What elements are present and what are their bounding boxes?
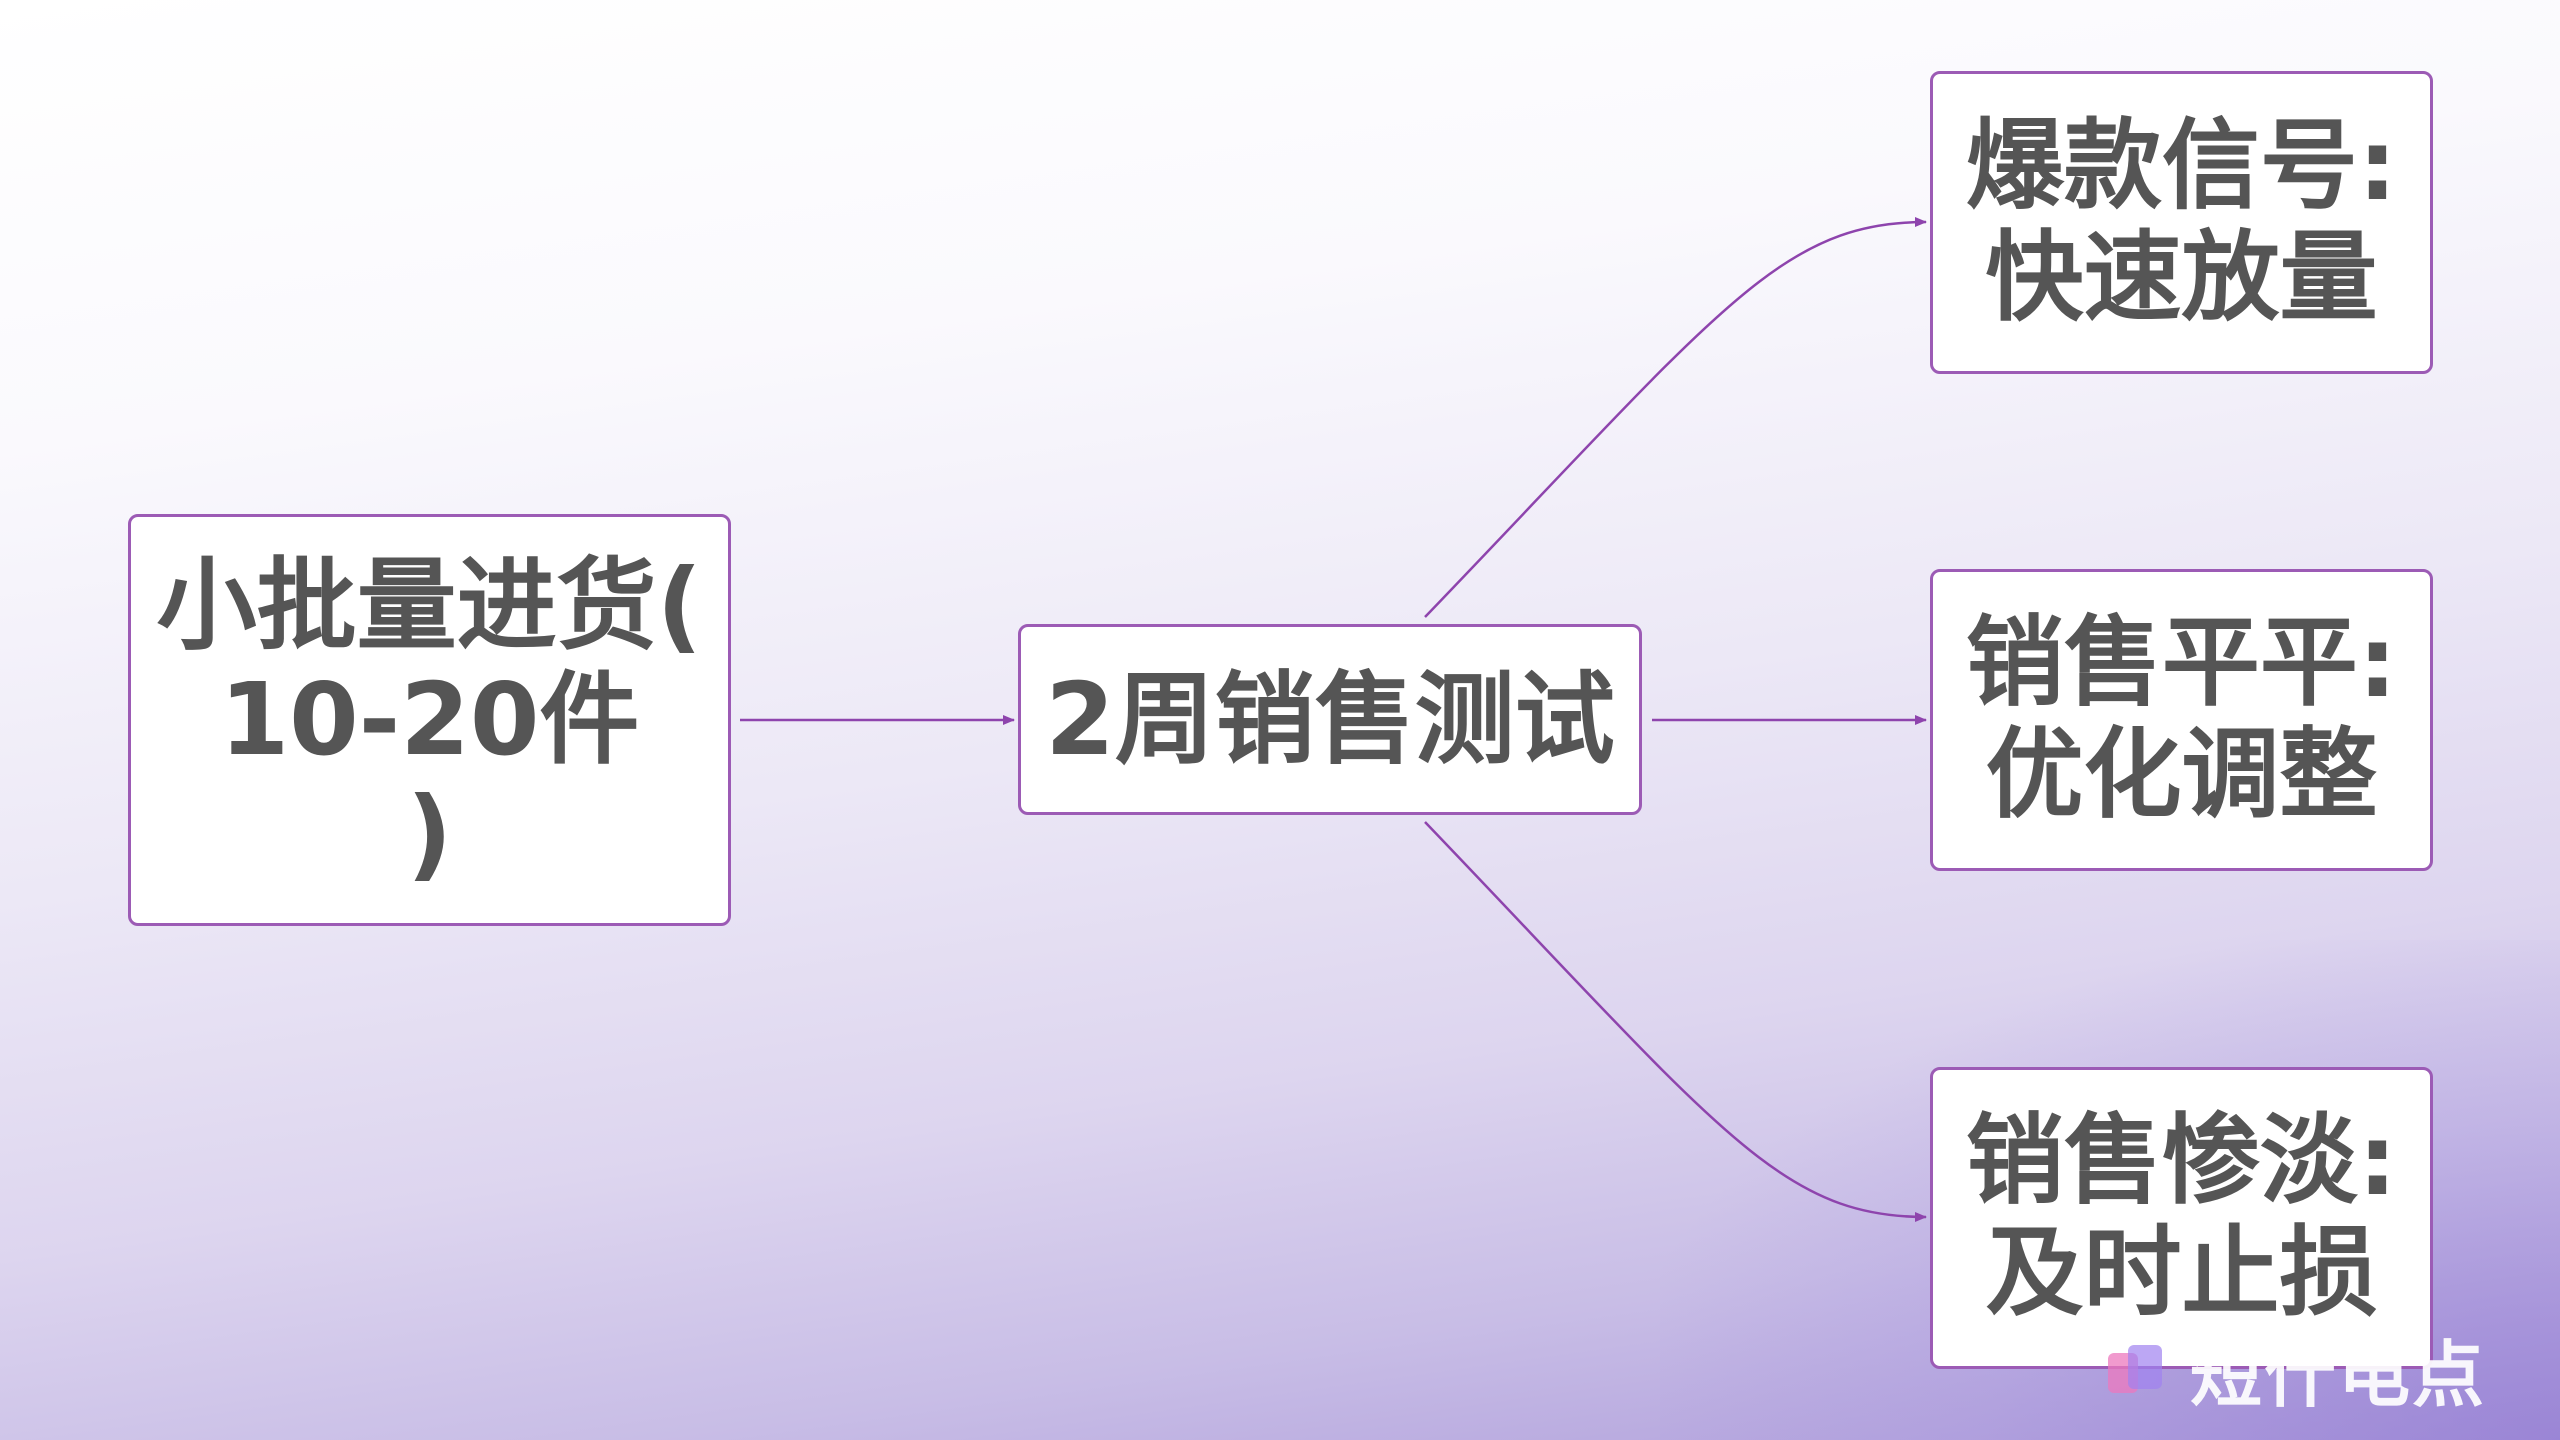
node-flat-label: 销售平平: 优化调整 — [1965, 606, 2398, 832]
node-two-week-sales-test: 2周销售测试 — [1018, 624, 1642, 815]
node-hit-signal: 爆款信号: 快速放量 — [1930, 71, 2433, 374]
watermark-text: 短什电点 — [2190, 1336, 2487, 1416]
edge-test-to-hit — [1424, 217, 1927, 618]
node-small-batch-stocking: 小批量进货( 10-20件 ) — [128, 514, 731, 926]
watermark: 短什电点 — [2108, 1316, 2486, 1421]
node-start-label: 小批量进货( 10-20件 ) — [156, 547, 703, 892]
node-test-label: 2周销售测试 — [1045, 660, 1615, 778]
node-poor-label: 销售惨淡: 及时止损 — [1965, 1104, 2398, 1330]
watermark-logo-icon — [2108, 1344, 2166, 1393]
edge-test-to-poor — [1424, 821, 1927, 1222]
node-flat-sales: 销售平平: 优化调整 — [1930, 569, 2433, 871]
node-poor-sales: 销售惨淡: 及时止损 — [1930, 1067, 2433, 1369]
node-hit-label: 爆款信号: 快速放量 — [1965, 108, 2398, 335]
